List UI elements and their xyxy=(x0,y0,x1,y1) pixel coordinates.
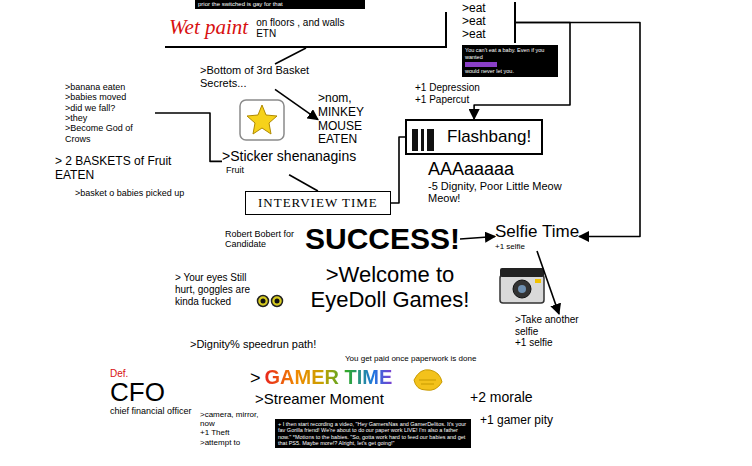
note-text: on floors , and walls ETN xyxy=(256,17,366,39)
sketch-note: >Streamer Moment xyxy=(255,390,384,407)
sketch-note: >Sticker shenanaginsFruit xyxy=(222,148,356,175)
note-text: > 2 BASKETS of Fruit EATEN xyxy=(55,155,195,183)
note-text: INTERVIEW TIME xyxy=(258,195,378,211)
sketch-list: >camera, mirror, now+1 Theft>attempt to xyxy=(200,410,272,447)
note-text: AAAaaaaa xyxy=(428,160,568,180)
note-text: >Take another selfie xyxy=(515,314,603,337)
note-text: Wet paint xyxy=(169,15,248,40)
note-text: >Become God of Crows xyxy=(65,123,155,144)
goggles-icon xyxy=(258,296,283,307)
sketch-note: > Your eyes Still hurt, goggles are kind… xyxy=(175,272,255,308)
note-text: -5 Dignity, Poor Little Meow Meow! xyxy=(428,180,568,205)
note-text: Flashbang! xyxy=(447,127,531,147)
connector-line xyxy=(275,48,306,64)
process-box: Flashbang! xyxy=(405,119,543,155)
note-text: >they xyxy=(65,113,155,123)
note-text: prior the switched is gay for that xyxy=(198,1,362,8)
note-text: >camera, mirror, now xyxy=(200,410,272,428)
sketch-note: Def.CFOchief financial officer xyxy=(110,368,198,417)
rainbow-note: >GAMER TIME xyxy=(250,366,392,389)
bracket-list: >eat>eat>eat xyxy=(458,2,516,43)
note-text: SUCCESS! xyxy=(305,222,460,256)
note-text: >attempt to xyxy=(200,438,272,447)
note-text: Fruit xyxy=(226,165,356,175)
note-text: + I then start recording a video, "Hey G… xyxy=(278,421,468,446)
sketch-note: Selfie Time+1 selfie xyxy=(495,222,579,251)
connector-line xyxy=(537,251,559,314)
connector-line xyxy=(275,89,318,119)
note-text: >nom, MINKEY MOUSE EATEN xyxy=(318,92,398,147)
sketch-note: > 2 BASKETS of Fruit EATEN xyxy=(55,155,195,183)
note-text: You can't eat a baby. Even if you wanted xyxy=(465,47,555,61)
sketch-note: >nom, MINKEY MOUSE EATEN xyxy=(318,92,398,147)
black-note: prior the switched is gay for that xyxy=(195,0,365,9)
note-text: >Dignity% speedrun path! xyxy=(190,338,316,350)
polaroid-camera xyxy=(500,268,544,303)
bracket-note: Wet paint on floors , and walls ETN xyxy=(165,12,447,48)
sketch-note: >Take another selfie+1 selfie xyxy=(515,314,603,349)
sketch-list: >banana eaten>babies moved>did we fall?>… xyxy=(65,82,155,144)
sketch-note: >basket o babies picked up xyxy=(75,188,184,198)
note-text: >Bottom of 3rd Basket Secrets... xyxy=(200,64,350,89)
star-sticker xyxy=(240,100,284,140)
handshake-icon xyxy=(414,370,442,391)
note-text: >Streamer Moment xyxy=(255,390,384,407)
black-note: + I then start recording a video, "Hey G… xyxy=(275,419,471,448)
note-text: You get paid once paperwork is done xyxy=(345,354,476,363)
note-text: Def. xyxy=(110,368,198,379)
note-text: >eat xyxy=(462,15,486,28)
connector-line xyxy=(460,237,495,240)
black-note: You can't eat a baby. Even if you wanted… xyxy=(462,45,558,77)
note-text: +1 gamer pity xyxy=(480,413,553,427)
connector-line xyxy=(289,175,318,191)
note-text: > Your eyes Still hurt, goggles are kind… xyxy=(175,272,255,308)
connector-line xyxy=(391,137,405,203)
sketch-note: >Dignity% speedrun path! xyxy=(190,338,316,350)
note-text: +1 selfie xyxy=(495,242,579,251)
note-text: >basket o babies picked up xyxy=(75,188,184,198)
note-text: >eat xyxy=(462,2,486,15)
note-text: > xyxy=(250,368,261,388)
note-text: Selfie Time xyxy=(495,222,579,242)
note-text: >babies moved xyxy=(65,92,155,102)
note-text: >did we fall? xyxy=(65,103,155,113)
headline-note: >Welcome to EyeDoll Games! xyxy=(285,262,495,313)
note-text: CFO xyxy=(110,379,198,406)
note-text: >Sticker shenanagins xyxy=(222,148,356,165)
sketch-note: AAAaaaaa-5 Dignity, Poor Little Meow Meo… xyxy=(428,160,568,205)
note-text: +1 Depression xyxy=(415,82,480,94)
process-box: INTERVIEW TIME xyxy=(245,191,391,215)
note-text: would never let you. xyxy=(465,68,555,75)
sketch-note: Robert Bobert for Candidate xyxy=(225,229,297,250)
note-text: >banana eaten xyxy=(65,82,155,92)
note-text: +1 Papercut xyxy=(415,94,480,106)
note-text: >Welcome to EyeDoll Games! xyxy=(285,262,495,313)
stat-note: +1 gamer pity xyxy=(480,413,553,427)
redaction-bar xyxy=(465,62,497,67)
note-text: +2 morale xyxy=(470,389,533,405)
note-text: Robert Bobert for Candidate xyxy=(225,229,297,250)
note-text: chief financial officer xyxy=(110,406,198,416)
flash-bars xyxy=(412,129,434,151)
headline-note: SUCCESS! xyxy=(305,222,460,256)
note-text: >eat xyxy=(462,28,486,41)
sketch-note: >Bottom of 3rd Basket Secrets... xyxy=(200,64,350,89)
note-text: GAMER TIME xyxy=(265,366,393,388)
note-text: +1 Theft xyxy=(200,428,272,437)
stat-note: +1 Depression+1 Papercut xyxy=(415,82,480,106)
note-text: +1 selfie xyxy=(515,337,603,349)
stat-note: +2 morale xyxy=(470,389,533,405)
sketch-note: You get paid once paperwork is done xyxy=(345,354,476,363)
